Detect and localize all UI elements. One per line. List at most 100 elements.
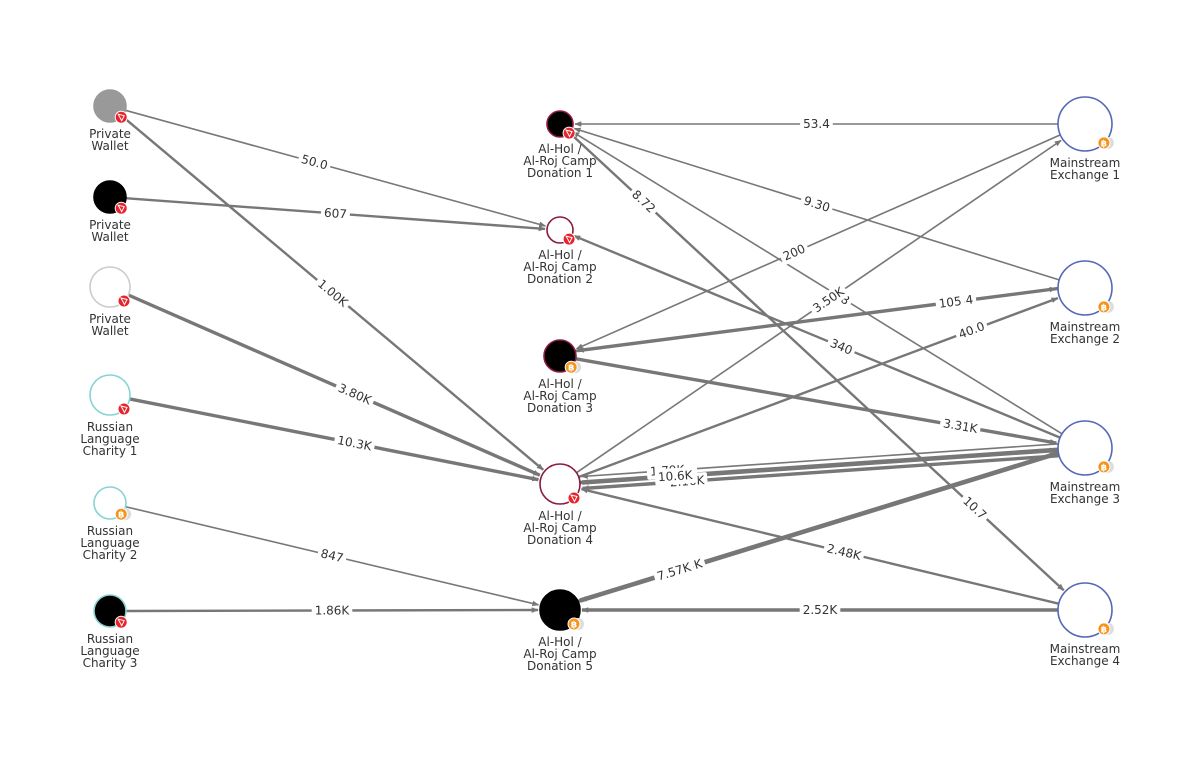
node-circle[interactable]	[1057, 260, 1113, 316]
node-label-line: Russian	[87, 632, 133, 646]
edge-label-group: 3.31K	[939, 415, 982, 438]
node-label-line: Al-Hol /	[538, 142, 582, 156]
edge-label: 10.6K	[657, 468, 694, 484]
edge-label-group: 40.0	[954, 317, 990, 343]
edge-label-background	[800, 116, 833, 132]
node-circle[interactable]	[1057, 582, 1113, 638]
node-label-line: Al-Roj Camp	[523, 260, 596, 274]
tron-icon	[562, 126, 576, 140]
edge-ex3-to-d1	[572, 131, 1063, 435]
node-label-line: Wallet	[91, 324, 129, 338]
node-label-line: Charity 2	[83, 548, 138, 562]
edge-pw3-to-d4	[127, 293, 541, 477]
svg-text:฿: ฿	[1101, 625, 1107, 635]
edge-label: 50.0	[300, 152, 329, 173]
node-label-line: Al-Roj Camp	[523, 647, 596, 661]
node-label-line: Exchange 4	[1050, 654, 1120, 668]
node-label-line: Wallet	[91, 139, 129, 153]
svg-text:฿: ฿	[568, 364, 574, 374]
node-label-line: Language	[80, 536, 139, 550]
edge-label: 2.52K	[803, 603, 839, 617]
node-label-line: Exchange 2	[1050, 332, 1120, 346]
node-label-line: Donation 5	[527, 659, 593, 673]
edge-rc1-to-d4	[129, 397, 540, 482]
edge-label-background	[808, 282, 849, 318]
node-label-line: Charity 1	[83, 444, 138, 458]
node-circle[interactable]	[1057, 420, 1113, 476]
edge-label-background	[297, 150, 332, 174]
edge-label-group: 10.6K	[654, 466, 696, 486]
edge-d3-to-ex3	[575, 357, 1058, 445]
node-label-line: Mainstream	[1050, 156, 1121, 170]
node-label-line: Exchange 3	[1050, 492, 1120, 506]
edge-label-background	[799, 602, 841, 618]
edge-label-background	[652, 558, 696, 585]
node-label-line: Al-Hol /	[538, 635, 582, 649]
node-label-line: Wallet	[91, 230, 129, 244]
edge-label-background	[939, 415, 982, 438]
edge-label-group: 50.0	[297, 150, 332, 174]
btc-icon: ฿	[1097, 460, 1114, 474]
edge-label-group: 10.3K	[333, 431, 376, 455]
edge-label-background	[954, 317, 990, 343]
edge-label-background	[799, 192, 835, 217]
tron-icon	[114, 110, 128, 124]
svg-text:฿: ฿	[571, 621, 577, 631]
node-label-line: Donation 4	[527, 533, 593, 547]
tron-icon	[562, 232, 576, 246]
edge-ex4-to-d4	[580, 487, 1059, 605]
btc-icon: ฿	[114, 507, 132, 521]
edge-label-group: 3.80K	[333, 379, 376, 409]
edge-label: 1.86K	[315, 603, 351, 617]
nodes-layer: PrivateWalletPrivateWalletPrivateWalletR…	[80, 89, 1121, 673]
edge-label-background	[333, 379, 376, 409]
svg-text:฿: ฿	[118, 511, 124, 521]
node-label-line: Language	[80, 644, 139, 658]
node-label-line: Donation 2	[527, 272, 593, 286]
edge-ex1-to-d3	[575, 134, 1061, 350]
edge-label-background	[822, 539, 866, 565]
tron-icon	[117, 294, 131, 308]
edge-label: 105	[938, 294, 963, 311]
node-circle[interactable]	[1057, 96, 1113, 152]
node-label-line: Language	[80, 432, 139, 446]
svg-text:฿: ฿	[1101, 303, 1107, 313]
edge-label-group: 847	[316, 545, 348, 567]
node-label-line: Al-Hol /	[538, 248, 582, 262]
node-label-line: Charity 3	[83, 656, 138, 670]
node-label-line: Mainstream	[1050, 642, 1121, 656]
edge-label-group: 2.48K	[822, 539, 866, 565]
edge-label-group: 9.30	[799, 192, 835, 217]
edge-label-group: 2.52K	[799, 602, 841, 618]
edge-label-background	[825, 334, 858, 360]
btc-icon: ฿	[1097, 622, 1114, 636]
node-label-line: Al-Roj Camp	[523, 154, 596, 168]
edge-label-background	[312, 274, 353, 312]
btc-icon: ฿	[567, 617, 584, 631]
edge-label-background	[627, 185, 661, 218]
edge-label-group: 105	[935, 292, 966, 312]
edges-layer	[121, 109, 1065, 613]
edge-label-group: 607	[320, 204, 351, 223]
node-label-line: Donation 3	[527, 401, 593, 415]
edge-label: 3.31K	[942, 416, 980, 436]
edge-label-background	[935, 292, 966, 312]
svg-text:฿: ฿	[1101, 139, 1107, 149]
edge-label-group: 53.4	[800, 116, 833, 132]
